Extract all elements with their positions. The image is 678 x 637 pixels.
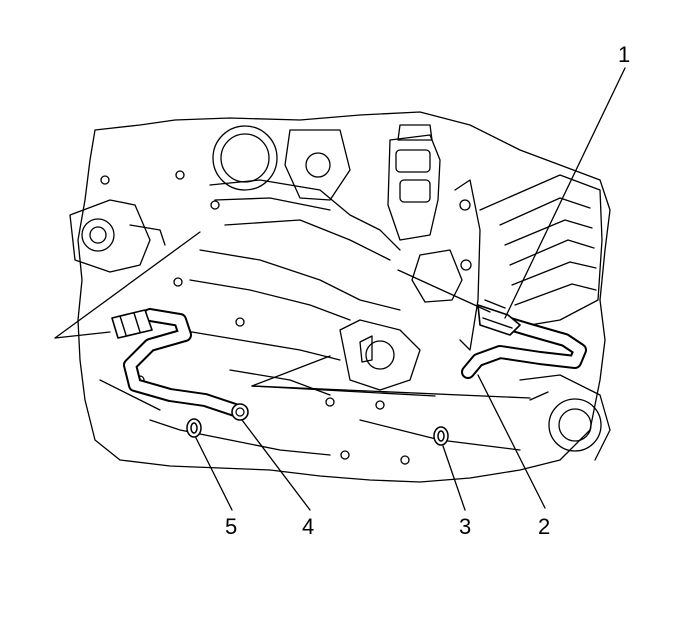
callout-label-5: 5 [225, 514, 237, 539]
o-rings [186, 418, 449, 446]
pointer-left-lower [54, 331, 111, 339]
pointer-center-b [251, 355, 331, 387]
heater-hose-assembly [111, 299, 587, 421]
hose-clamp-left [111, 309, 153, 339]
pointer-right [397, 269, 491, 313]
leader-line-3 [442, 445, 466, 511]
callout-label-1: 1 [618, 42, 630, 67]
leader-line-5 [195, 437, 233, 511]
pointer-center-c [251, 385, 531, 399]
leader-line-4 [241, 419, 311, 511]
leader-lines [54, 67, 626, 511]
leader-line-1 [504, 67, 626, 319]
engine-block-illustration [69, 111, 611, 483]
callout-label-3: 3 [459, 514, 471, 539]
callout-label-2: 2 [538, 514, 550, 539]
pointer-left-upper [54, 231, 201, 339]
callout-labels: 1 2 3 4 5 [225, 42, 630, 539]
callout-label-4: 4 [302, 514, 314, 539]
leader-line-2 [477, 374, 546, 509]
